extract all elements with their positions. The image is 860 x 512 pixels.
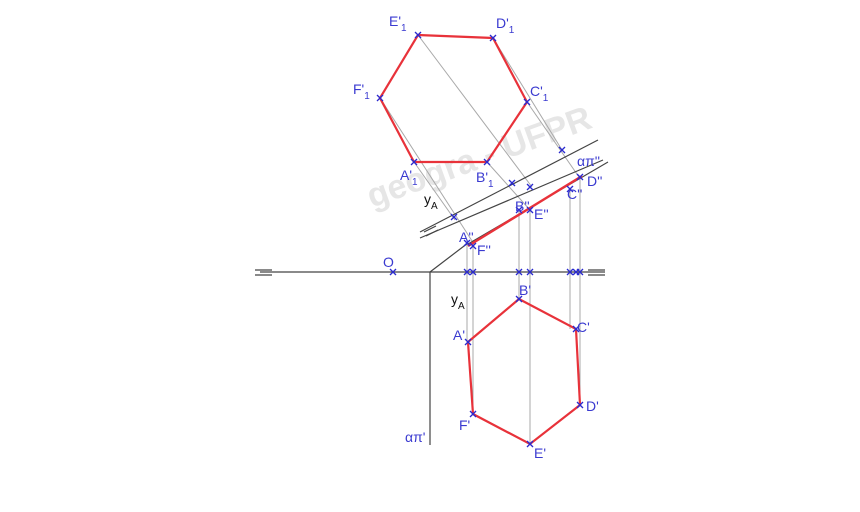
label-c1: C'1 <box>530 83 549 104</box>
label-b2: B'' <box>515 198 530 214</box>
label-e: E' <box>534 445 546 461</box>
label-c2: C'' <box>567 186 582 202</box>
marker-origin <box>389 268 397 276</box>
marker-gl-c <box>566 268 574 276</box>
marker-d <box>576 401 584 409</box>
marker-a2 <box>463 239 471 247</box>
marker-aux-2 <box>508 179 516 187</box>
marker-e1 <box>414 31 422 39</box>
label-a1: A'1 <box>400 167 418 188</box>
marker-c2 <box>566 185 574 193</box>
marker-d1 <box>489 34 497 42</box>
label-f1: F'1 <box>353 81 370 102</box>
point-markers <box>376 31 584 448</box>
marker-gl-e <box>526 268 534 276</box>
label-c: C' <box>577 319 590 335</box>
marker-c1 <box>523 98 531 106</box>
marker-a <box>464 338 472 346</box>
marker-b <box>515 295 523 303</box>
label-b1: B'1 <box>476 169 494 190</box>
label-f: F' <box>459 417 470 433</box>
label-d: D' <box>586 398 599 414</box>
label-alpha-pi-2: απ'' <box>577 153 600 169</box>
marker-f1 <box>376 94 384 102</box>
marker-gl-d2 <box>576 268 584 276</box>
hexagon-top-view <box>466 297 582 446</box>
marker-c <box>572 325 580 333</box>
label-alpha-pi-1: απ' <box>405 429 425 445</box>
marker-aux-3 <box>526 183 534 191</box>
label-e2: E'' <box>534 206 549 222</box>
label-f2: F'' <box>477 242 491 258</box>
marker-e <box>526 440 534 448</box>
label-a: A' <box>453 327 465 343</box>
label-d2: D'' <box>587 173 602 189</box>
marker-b2 <box>515 206 523 214</box>
marker-aux-1 <box>450 213 458 221</box>
marker-d2 <box>576 173 584 181</box>
label-d1: D'1 <box>496 15 515 36</box>
marker-gl-a <box>463 268 471 276</box>
label-a2: A'' <box>459 229 474 245</box>
marker-f2 <box>469 242 477 250</box>
ground-line <box>255 269 605 276</box>
marker-aux-4 <box>558 146 566 154</box>
marker-gl-b <box>515 268 523 276</box>
label-ya-bottom: yA <box>451 291 465 312</box>
marker-e2 <box>526 206 534 214</box>
label-e1: E'1 <box>389 13 407 34</box>
marker-f <box>469 410 477 418</box>
label-origin: O <box>383 254 394 270</box>
marker-gl-f <box>469 268 477 276</box>
hexagon-front-view-edge <box>467 174 583 248</box>
marker-a1 <box>410 158 418 166</box>
marker-b1 <box>483 158 491 166</box>
label-b: B' <box>519 282 531 298</box>
alpha-pi-1-trace <box>429 242 469 445</box>
label-ya-top: yA <box>424 191 438 212</box>
